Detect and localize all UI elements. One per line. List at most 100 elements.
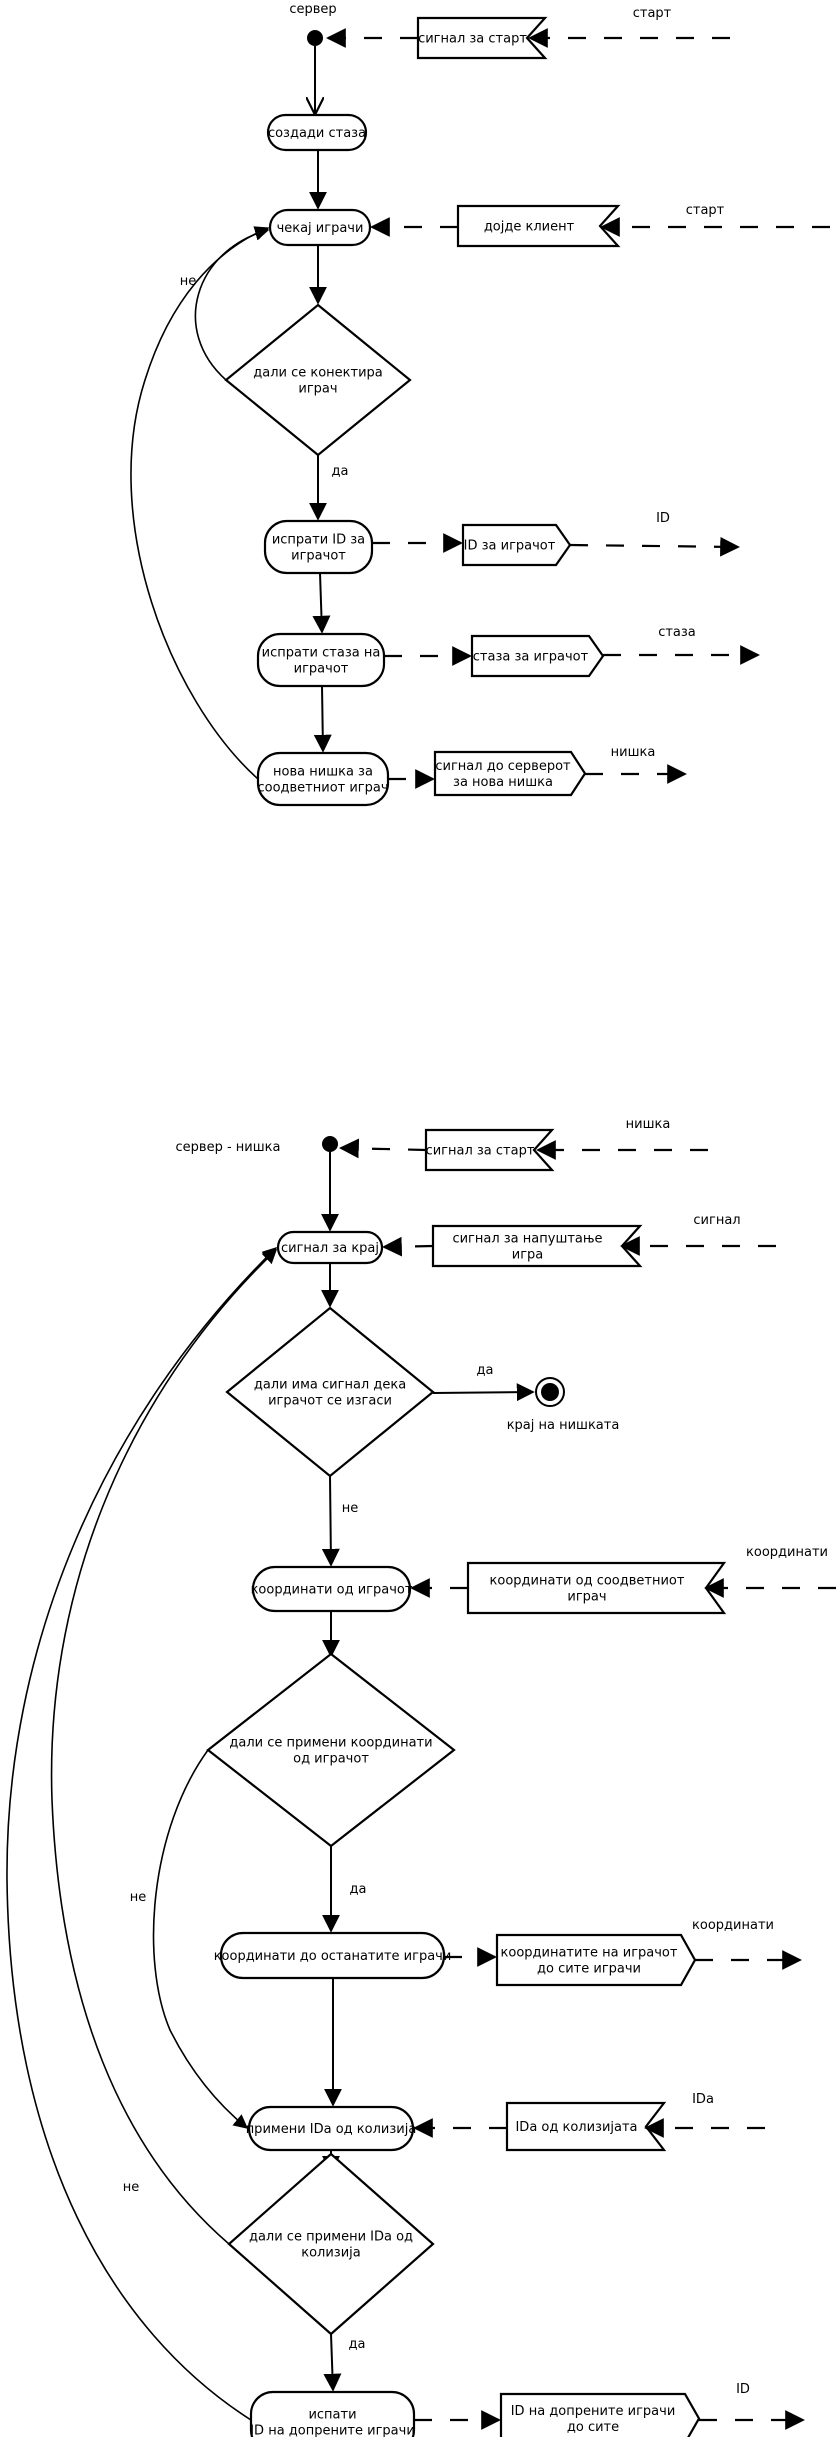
send-signal-hit-ids-label-line: ID на допрените играчи [511, 2404, 676, 2419]
send-signal-coords-label-line: до сите играчи [537, 1962, 641, 1977]
flow-sendid-to-sendtrack [312, 572, 331, 634]
action-wait-players-shape [268, 208, 372, 247]
decision-ids-yes-label: да [349, 2337, 366, 2352]
channel-label-id: ID [656, 511, 670, 526]
send-signal-track[interactable]: стаза за играчот [470, 634, 605, 678]
accept-signal-client[interactable]: дојде клиент [456, 204, 621, 248]
channel-label-track: стаза [658, 625, 696, 640]
accept-signal-collision-label-line: IDa од колизијата [515, 2120, 637, 2135]
action-wait-players[interactable]: чекај играчи [268, 208, 372, 247]
decision-no-label: не [180, 274, 197, 289]
initial-node-thread [322, 1136, 338, 1152]
diagram-title-server-thread: сервер - нишка [176, 1140, 281, 1155]
channel-label-quit: сигнал [693, 1213, 740, 1228]
action-apply-ids-label-line: примени IDa од колизија [246, 2122, 417, 2137]
dashed-thread-start-to-initial [339, 1138, 427, 1159]
accept-signal-start-label-line: сигнал за старт [418, 32, 527, 47]
accept-signal-quit-label-line: сигнал за напуштање [452, 1232, 602, 1247]
action-coords-to-others-label: координати до останатите играчи [214, 1949, 452, 1964]
accept-signal-client-label: дојде клиент [484, 220, 575, 235]
accept-signal-thread-start[interactable]: сигнал за старт [424, 1128, 555, 1172]
send-signal-coords-label-line: координатите на играчот [501, 1946, 678, 1961]
accept-signal-quit-label-line: игра [512, 1248, 544, 1263]
action-send-id-shape [263, 519, 374, 575]
decision-quit-check-label-line: играчот се изгаси [268, 1394, 392, 1409]
action-send-track-label-line: играчот [294, 662, 349, 677]
action-apply-ids[interactable]: примени IDa од колизија [246, 2105, 417, 2152]
decision-coords-check-label-line: од играчот [293, 1752, 369, 1767]
send-signal-id[interactable]: ID за играчот [461, 523, 572, 567]
channel-label-coords-out: координати [692, 1918, 774, 1933]
accept-signal-start-shape [416, 16, 548, 60]
flow-decision-to-sendhit [323, 2333, 342, 2392]
decision-ids-check-label-line: дали се примени IDa од [249, 2230, 413, 2245]
accept-signal-thread-start-shape [424, 1128, 555, 1172]
decision-coords-check-label-line: дали се примени координати [229, 1736, 432, 1751]
action-apply-ids-label: примени IDa од колизија [246, 2122, 417, 2137]
accept-signal-collision[interactable]: IDa од колизијата [505, 2101, 667, 2152]
accept-signal-thread-start-label-line: сигнал за старт [426, 1144, 535, 1159]
channel-label-hit: ID [736, 2382, 750, 2397]
decision-quit-yes-label: да [477, 1363, 494, 1378]
action-send-track-label-line: испрати стаза на [262, 646, 381, 661]
loop-ids-no-to-endsignal [50, 1249, 278, 2245]
action-create-track-label-line: создади стаза [268, 126, 366, 141]
action-send-hit-ids-shape [249, 2390, 416, 2437]
action-coords-from-player[interactable]: координати од играчот [251, 1565, 413, 1613]
action-new-thread-label-line: соодветниот играч [257, 781, 388, 796]
action-send-hit-ids-label-line: ID на допрените играчи [250, 2424, 415, 2437]
loop-newthread-to-wait [130, 226, 270, 780]
action-new-thread-label-line: нова нишка за [273, 765, 373, 780]
accept-signal-start[interactable]: сигнал за старт [416, 16, 548, 60]
accept-signal-collision-shape [505, 2101, 667, 2152]
diagram-title-server: сервер [289, 2, 336, 17]
channel-label-client: старт [686, 203, 725, 218]
action-send-hit-ids-label-line: испати [308, 2408, 356, 2423]
action-wait-players-label-line: чекај играчи [277, 221, 364, 236]
accept-signal-coords-shape [466, 1561, 727, 1615]
send-signal-hit-ids-label-line: до сите [567, 2420, 619, 2435]
action-coords-from-player-label: координати од играчот [251, 1583, 413, 1598]
action-end-signal[interactable]: сигнал за крај [276, 1230, 384, 1265]
action-create-track[interactable]: создади стаза [266, 113, 368, 152]
send-signal-coords-shape [495, 1933, 697, 1987]
action-coords-to-others-label-line: координати до останатите играчи [214, 1949, 452, 1964]
action-end-signal-label-line: сигнал за крај [281, 1241, 379, 1256]
action-send-track-shape [256, 632, 386, 688]
decision-player-connects-label-line: играч [298, 382, 337, 397]
flow-sendtrack-to-newthread [313, 685, 332, 753]
channel-label-thread: нишка [611, 745, 656, 760]
decision-ids-check-label-line: колизија [301, 2246, 361, 2261]
action-wait-players-label: чекај играчи [277, 221, 364, 236]
send-signal-id-label: ID за играчот [464, 539, 556, 554]
channel-label-thread-start: нишка [626, 1117, 671, 1132]
action-coords-to-others[interactable]: координати до останатите играчи [214, 1931, 452, 1980]
channel-label-start: старт [633, 6, 672, 21]
send-signal-new-thread-label-line: за нова нишка [453, 775, 553, 790]
decision-player-connects-label-line: дали се конектира [253, 366, 383, 381]
decision-ids-no-label: не [123, 2180, 140, 2195]
flow-quit-to-final [432, 1383, 535, 1402]
send-signal-track-shape [470, 634, 605, 678]
decision-coords-yes-label: да [350, 1882, 367, 1897]
